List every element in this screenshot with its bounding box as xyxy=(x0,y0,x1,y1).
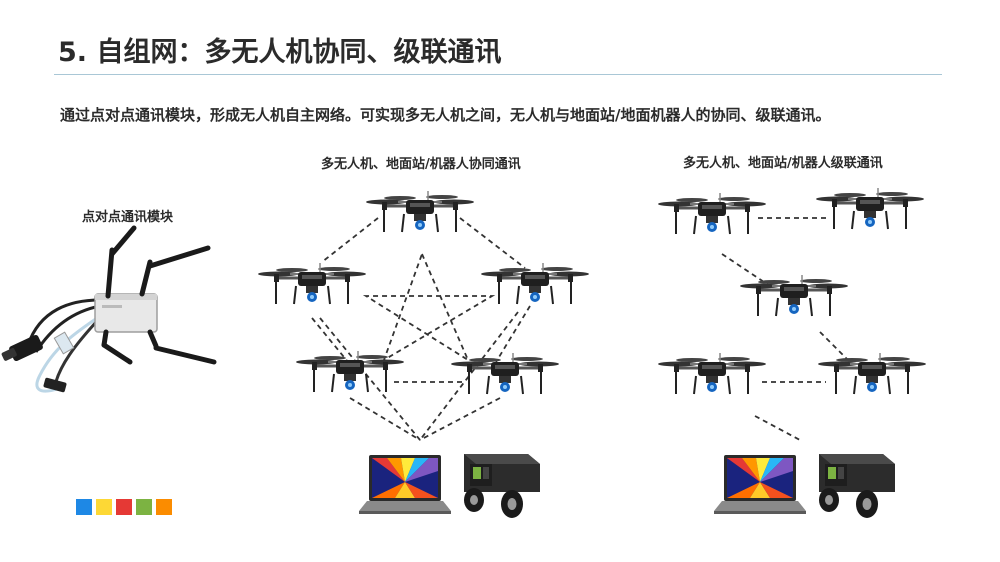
ground-robot-cascade xyxy=(819,454,895,518)
drone-cascade-5 xyxy=(816,351,928,396)
title-divider xyxy=(54,74,942,75)
drone-cascade-1 xyxy=(656,191,768,236)
drone-right xyxy=(479,261,591,306)
p2p-module-image xyxy=(1,225,217,393)
drone-cascade-2 xyxy=(814,186,926,231)
brand-square xyxy=(116,499,132,515)
brand-square xyxy=(156,499,172,515)
drone-top xyxy=(364,189,476,234)
page-title: 5. 自组网：多无人机协同、级联通讯 xyxy=(58,37,502,68)
drone-bottom-left xyxy=(294,349,406,394)
cascade-caption: 多无人机、地面站/机器人级联通讯 xyxy=(683,156,883,171)
cooperative-links xyxy=(311,217,531,441)
brand-squares xyxy=(76,499,172,515)
ground-station-laptop-cascade xyxy=(714,455,806,514)
page-subtitle: 通过点对点通讯模块，形成无人机自主网络。可实现多无人机之间，无人机与地面站/地面… xyxy=(60,106,831,124)
drone-cascade-4 xyxy=(656,351,768,396)
drone-cascade-3 xyxy=(738,273,850,318)
drone-left xyxy=(256,261,368,306)
ground-robot xyxy=(464,454,540,518)
cooperative-caption: 多无人机、地面站/机器人协同通讯 xyxy=(321,157,521,172)
ground-station-laptop xyxy=(359,455,451,514)
module-caption: 点对点通讯模块 xyxy=(82,210,174,225)
cascade-links xyxy=(721,217,849,441)
drone-bottom-right xyxy=(449,351,561,396)
brand-square xyxy=(136,499,152,515)
brand-square xyxy=(76,499,92,515)
brand-square xyxy=(96,499,112,515)
